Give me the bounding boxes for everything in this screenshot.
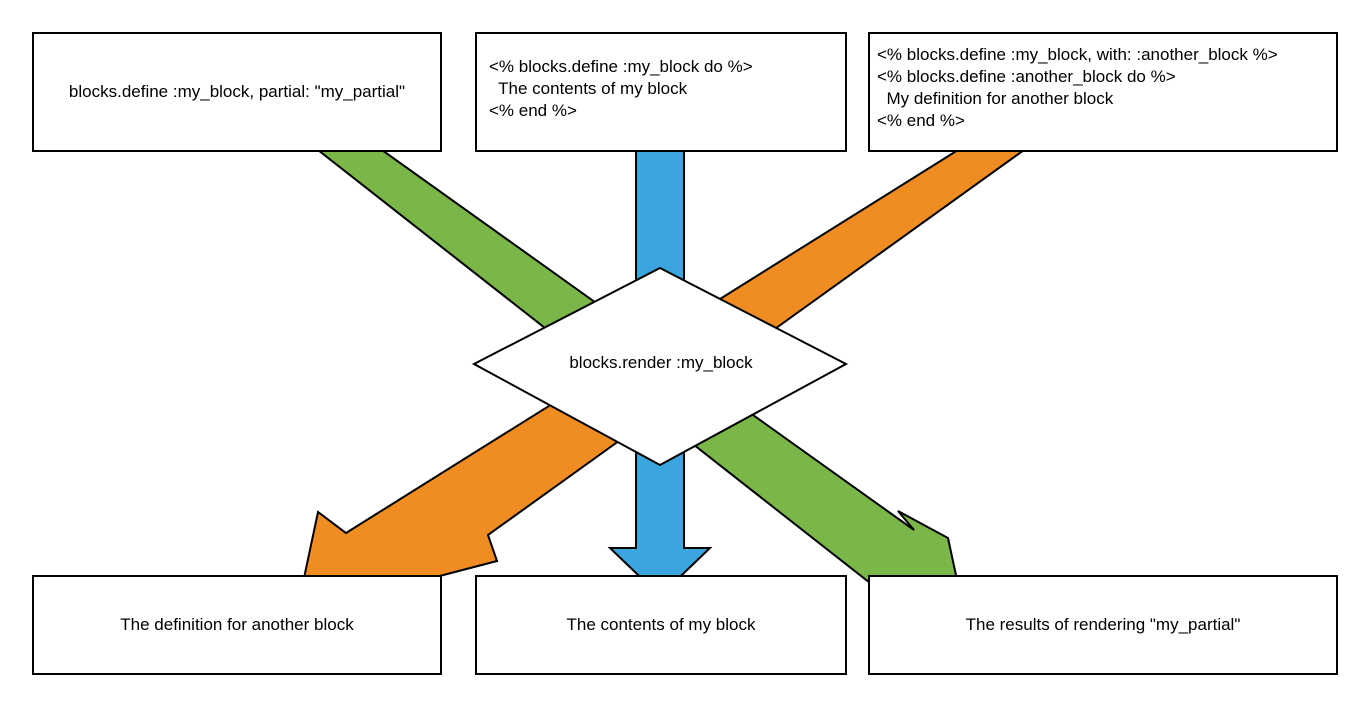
with-another-block-definition-box: <% blocks.define :my_block, with: :anoth… xyxy=(868,32,1338,152)
partial-definition-text: blocks.define :my_block, partial: "my_pa… xyxy=(68,82,406,101)
partial-render-result-box: The results of rendering "my_partial" xyxy=(868,575,1338,675)
render-diamond xyxy=(471,266,849,467)
block-contents-result-text: The contents of my block xyxy=(566,615,756,634)
partial-definition-box: blocks.define :my_block, partial: "my_pa… xyxy=(32,32,442,152)
code-line: <% blocks.define :my_block do %> xyxy=(489,57,753,76)
code-line: My definition for another block xyxy=(877,89,1114,108)
block-do-definition-box: <% blocks.define :my_block do %> The con… xyxy=(475,32,847,152)
code-line: <% blocks.define :my_block, with: :anoth… xyxy=(877,45,1278,64)
another-block-definition-result-text: The definition for another block xyxy=(120,615,354,634)
code-line: The contents of my block xyxy=(489,79,688,98)
code-line: <% end %> xyxy=(489,101,577,120)
render-label: blocks.render :my_block xyxy=(569,353,753,372)
partial-render-result-text: The results of rendering "my_partial" xyxy=(965,615,1241,634)
another-block-definition-result-box: The definition for another block xyxy=(32,575,442,675)
block-contents-result-box: The contents of my block xyxy=(475,575,847,675)
code-line: <% blocks.define :another_block do %> xyxy=(877,67,1176,86)
code-line: <% end %> xyxy=(877,111,965,130)
